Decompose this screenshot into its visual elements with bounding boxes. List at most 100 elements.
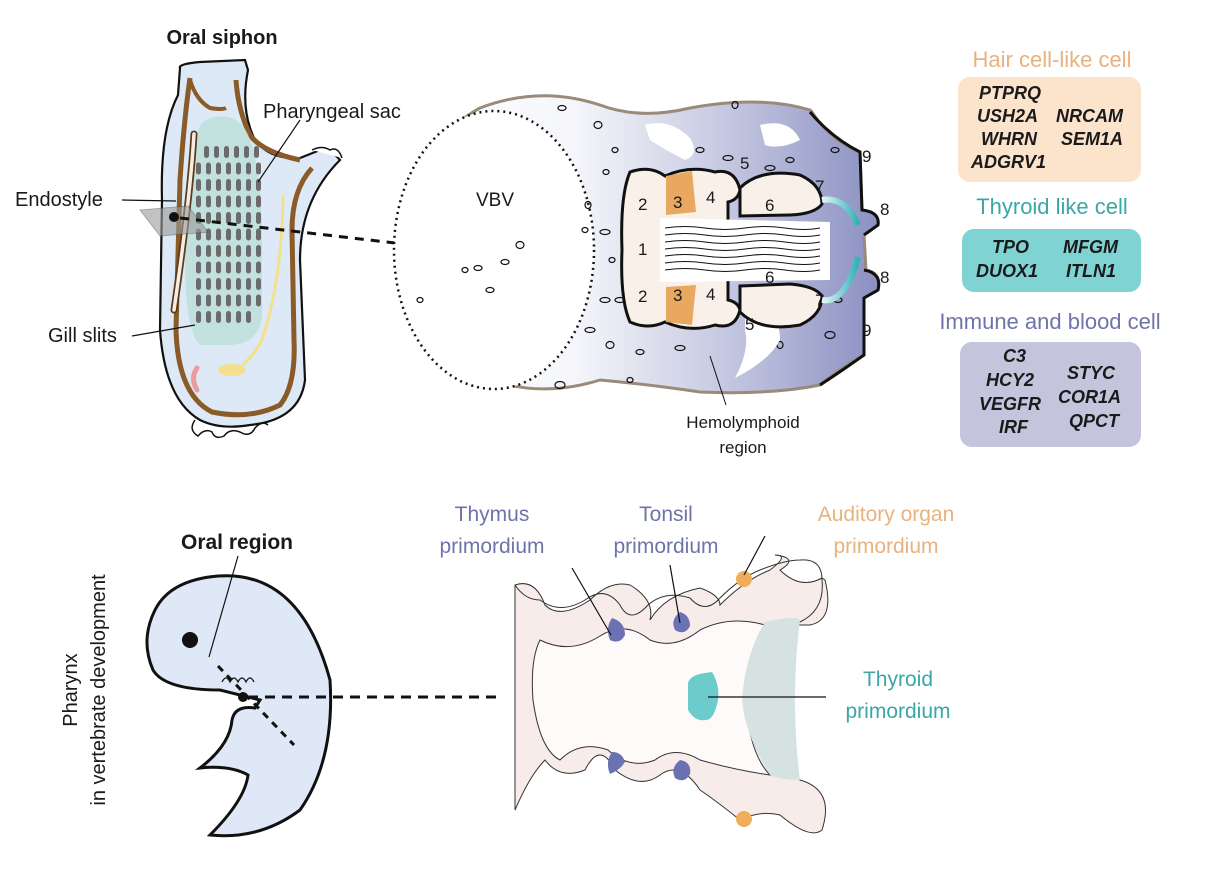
posterior-shading	[742, 617, 800, 780]
zone-6-top	[738, 171, 824, 218]
legend-box-immune	[960, 342, 1141, 447]
gill-slit	[246, 179, 251, 191]
gill-slit	[256, 261, 261, 274]
gene-label: IRF	[999, 417, 1029, 437]
thyroid-label-1: Thyroid	[863, 668, 933, 691]
lumen-lines	[664, 226, 821, 272]
zone-3-label: 3	[673, 286, 682, 305]
tunicate-diagram: Oral siphon Pharyngeal sac Endostyle Gil…	[15, 27, 401, 439]
zone-6-label: 6	[765, 196, 774, 215]
gill-slit	[204, 146, 209, 158]
endostyle-label: Endostyle	[15, 189, 103, 211]
zone-2-label: 2	[638, 287, 647, 306]
gill-slit	[256, 278, 261, 290]
gill-slit	[246, 195, 251, 208]
gene-label: PTPRQ	[979, 83, 1041, 103]
embryo-eye	[182, 632, 198, 648]
gene-label: QPCT	[1069, 411, 1121, 431]
base-fringe	[191, 419, 269, 439]
zone-8-label: 8	[880, 200, 889, 219]
zone-numbers: 2 2 1 3 3 4 4 5 5 6 6 7 7 8 8 9 9	[638, 147, 889, 340]
lumen-fold	[664, 268, 821, 272]
connector-dashed-top	[179, 216, 396, 245]
gene-label: NRCAM	[1056, 106, 1124, 126]
blood-cell	[599, 296, 611, 304]
gill-slit	[226, 245, 231, 257]
gill-slit	[236, 278, 241, 290]
gill-slit	[236, 179, 241, 191]
zone-7-label: 7	[815, 291, 824, 310]
oral-region-label: Oral region	[181, 531, 293, 554]
gill-slit	[246, 212, 251, 224]
lacuna	[735, 312, 780, 378]
blood-cell	[554, 380, 566, 390]
zone-6-label: 6	[765, 268, 774, 287]
blood-cell	[605, 340, 615, 350]
gill-slit	[246, 261, 251, 274]
gill-slit	[234, 146, 239, 158]
legend-title-hair: Hair cell-like cell	[973, 47, 1132, 72]
gill-slit	[196, 261, 201, 274]
gene-label: STYC	[1067, 363, 1116, 383]
tonsil-label-1: Tonsil	[639, 503, 693, 526]
gill-slit	[226, 212, 231, 224]
gill-slit	[226, 228, 231, 241]
cross-section-diagram: VBV 2 2 1 3 3 4 4 5 5 6 6 7 7	[392, 94, 889, 457]
gill-slit	[236, 162, 241, 175]
leader-endostyle	[121, 199, 177, 202]
thymus-label-1: Thymus	[455, 503, 530, 526]
blood-cell	[674, 344, 686, 352]
gill-slit	[206, 311, 211, 323]
gill-slit	[206, 294, 211, 307]
pharynx-dot	[238, 692, 248, 702]
gill-slit	[216, 179, 221, 191]
auditory-label-1: Auditory organ	[818, 503, 955, 526]
side-label-1: Pharynx	[60, 653, 82, 726]
lumen-fold	[664, 254, 821, 258]
gene-label: USH2A	[977, 106, 1038, 126]
leader-tonsil	[669, 564, 681, 624]
blood-cell	[785, 156, 795, 164]
gene-label: C3	[1003, 346, 1026, 366]
lumen-fold	[664, 247, 821, 251]
embryo-diagram: Pharynx in vertebrate development Oral r…	[60, 531, 496, 838]
blood-cell	[593, 120, 603, 130]
blood-cell	[584, 200, 592, 210]
thyroid-label-2: primordium	[845, 700, 950, 723]
blood-cell	[461, 266, 469, 274]
zone-2-label: 2	[638, 195, 647, 214]
legend-title-immune: Immune and blood cell	[939, 309, 1160, 334]
thymus-blob-bottom	[607, 752, 625, 774]
gill-slit	[196, 179, 201, 191]
gill-slit	[256, 212, 261, 224]
gill-slit	[196, 195, 201, 208]
zone-1-label: 1	[638, 240, 647, 259]
gill-slit	[236, 294, 241, 307]
gill-slits	[196, 146, 261, 323]
leader-hemolymphoid	[709, 355, 727, 406]
pharyngeal-sac-label: Pharyngeal sac	[263, 101, 401, 123]
pharynx-upper-wall	[514, 559, 823, 631]
gill-slit	[226, 278, 231, 290]
blood-cell	[473, 264, 483, 272]
pharyngeal-arches	[221, 677, 255, 684]
blood-cell	[626, 376, 634, 384]
gene-label: DUOX1	[976, 261, 1038, 281]
gill-slit	[216, 228, 221, 241]
blood-cell	[731, 100, 739, 110]
zone-6-bottom	[738, 282, 824, 329]
gill-slit	[246, 294, 251, 307]
thyroid-blob	[688, 672, 719, 721]
thymus-blob-top	[607, 618, 625, 642]
gill-slit	[216, 278, 221, 290]
tonsil-blob-top	[673, 612, 690, 633]
gill-slit	[206, 261, 211, 274]
gill-slit	[216, 195, 221, 208]
embryo-body	[145, 574, 333, 838]
pharyngeal-sac	[185, 116, 262, 345]
atrial-siphon	[311, 146, 343, 159]
gill-slit	[236, 212, 241, 224]
gill-slit	[256, 294, 261, 307]
side-label-2: in vertebrate development	[88, 574, 110, 806]
gill-slit	[256, 162, 261, 175]
